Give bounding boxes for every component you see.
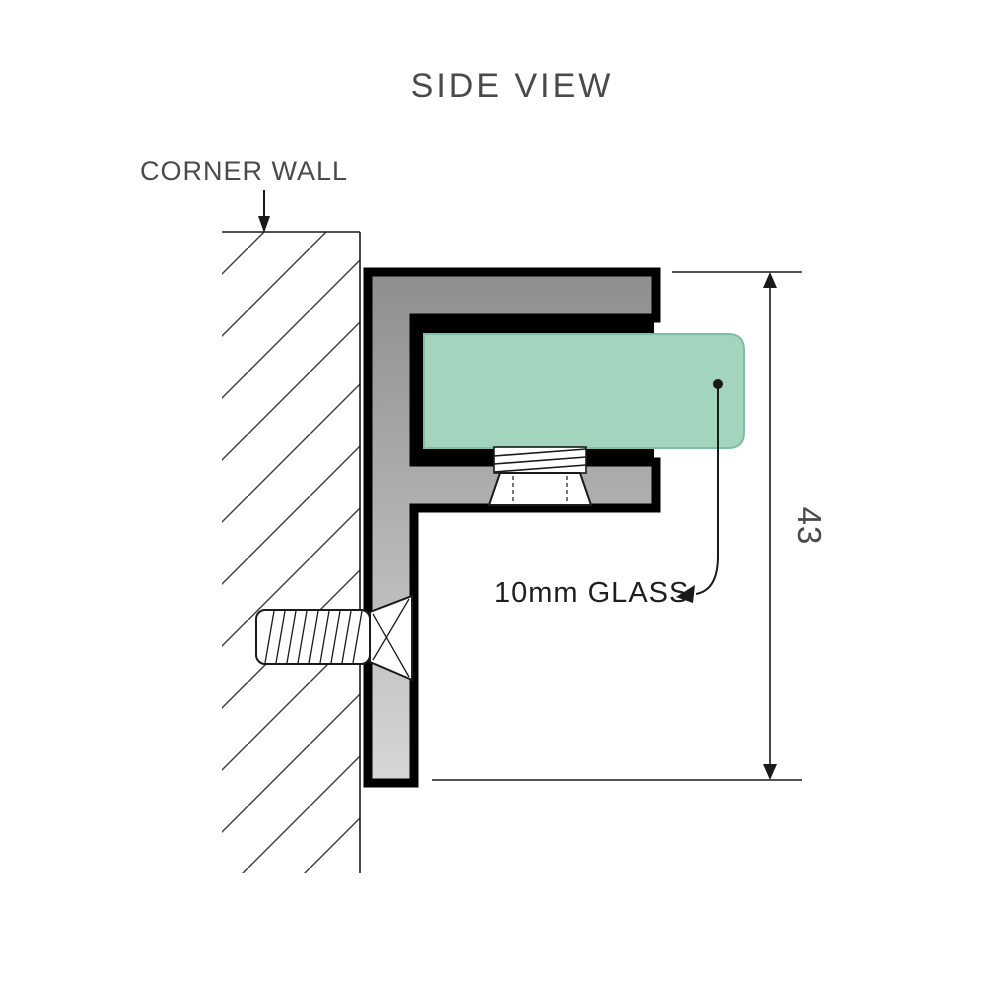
screw-head	[369, 594, 413, 682]
grub-screw	[487, 446, 593, 506]
corner-wall-label: CORNER WALL	[140, 156, 348, 186]
bracket	[363, 267, 745, 788]
grub-screw-thread-ridge	[493, 464, 587, 473]
glass-label: 10mm GLASS	[494, 577, 689, 609]
dim-arrow-top	[763, 272, 777, 288]
grub-screw-thread-ridge	[493, 448, 587, 457]
grub-screw-flange	[487, 472, 593, 506]
bracket-body	[363, 267, 661, 788]
dim-arrow-bottom	[763, 764, 777, 780]
wall-screw	[255, 594, 413, 682]
screw-head-recess-line	[372, 613, 410, 678]
corner-wall-arrowhead	[258, 216, 270, 233]
glass-leader-line	[695, 384, 719, 595]
screw-head-recess-line	[372, 598, 410, 661]
wall-hatching	[222, 232, 360, 873]
screw-threads	[264, 610, 363, 664]
dim-value-label: 43	[791, 507, 828, 546]
page-title: SIDE VIEW	[411, 67, 614, 105]
glass-callout: 10mm GLASS	[494, 379, 723, 609]
glass-leader-arrowhead	[676, 585, 695, 603]
corner-wall-callout: CORNER WALL	[140, 156, 348, 233]
grub-screw-thread-ridge	[493, 456, 587, 465]
glass-panel	[423, 333, 745, 449]
wall	[222, 231, 361, 873]
dimension-43: 43	[432, 271, 828, 781]
